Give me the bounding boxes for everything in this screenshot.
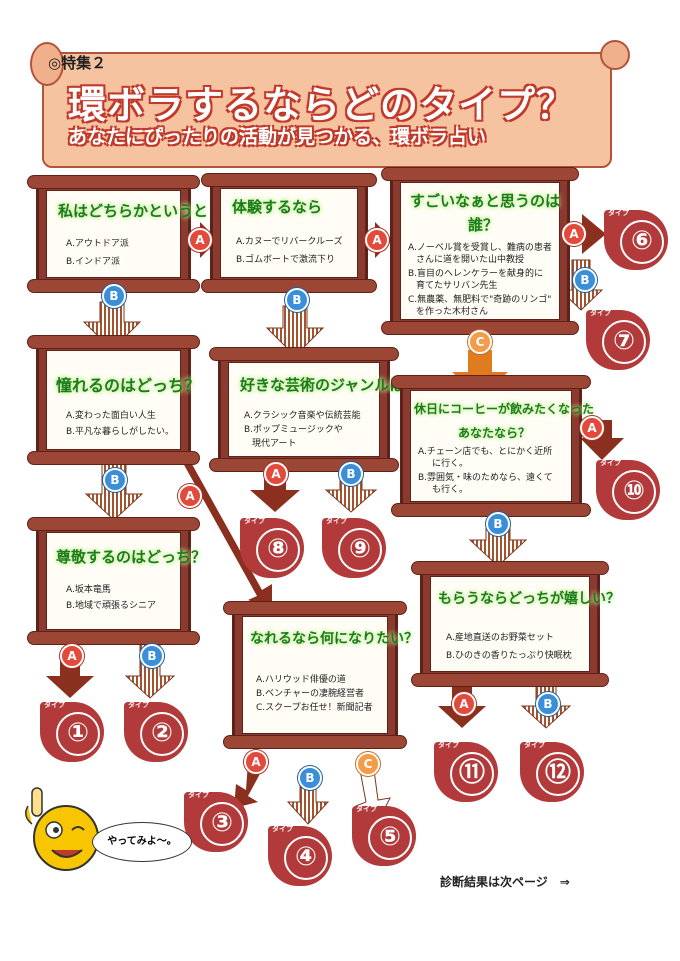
arrow-q6-a xyxy=(580,420,624,460)
question-box-9 xyxy=(412,562,608,686)
option: B.ポップミュージックや xyxy=(244,425,343,435)
question-title: 体験するなら xyxy=(232,198,323,216)
option: 育てたサリバン先生 xyxy=(416,281,498,291)
option: に行く。 xyxy=(432,459,469,469)
question-box-8 xyxy=(224,602,406,748)
question-title: 好きな芸術のジャンルは？ xyxy=(240,376,420,394)
question-title-line2: あなたなら？ xyxy=(458,426,531,440)
option: を作った木村さん xyxy=(416,307,489,317)
next-page-link[interactable]: 診断結果は次ページ ⇒ xyxy=(440,875,570,889)
option: B.ゴムボートで激流下り xyxy=(236,255,336,265)
question-title: 尊敬するのはどっち？ xyxy=(56,548,207,566)
option: A.クラシック音楽や伝統芸能 xyxy=(244,411,361,421)
option: B.ひのきの香りたっぷり快眠枕 xyxy=(446,651,572,661)
option: C.スクープお任せ！新聞記者 xyxy=(256,703,373,713)
page-title: 環ボラするならどのタイプ？ xyxy=(68,83,576,127)
badge-b: B xyxy=(536,692,560,716)
question-title: もらうならどっちが嬉しい？ xyxy=(438,591,620,607)
badge-b: B xyxy=(339,462,363,486)
scroll-curl-left xyxy=(30,42,64,86)
arrow-q3-c xyxy=(452,350,508,398)
badge-a: A xyxy=(580,416,604,440)
option: B.地域で頑張るシニア xyxy=(66,601,157,611)
option: B.平凡な暮らしがしたい。 xyxy=(66,427,175,437)
option: B.雰囲気・味のためなら、遠くて xyxy=(418,473,553,483)
option: さんに道を開いた山中教授 xyxy=(416,255,525,265)
option: C.無農薬、無肥料で"奇跡のリンゴ" xyxy=(408,295,552,305)
badge-b: B xyxy=(102,284,126,308)
option: B.ベンチャーの凄腕経営者 xyxy=(256,689,364,699)
badge-c: C xyxy=(468,330,492,354)
mascot-smiley-icon xyxy=(25,787,99,871)
title-banner xyxy=(30,40,630,170)
badge-a: A xyxy=(188,228,212,252)
badge-a: A xyxy=(264,462,288,486)
question-title: 私はどちらかというと xyxy=(58,202,209,220)
question-box-3 xyxy=(382,168,578,334)
speech-bubble: やってみよ〜。 xyxy=(92,822,192,862)
question-box-2 xyxy=(202,174,376,292)
badge-c: C xyxy=(356,752,380,776)
badge-a: A xyxy=(178,484,202,508)
option: A.チェーン店でも、とにかく近所 xyxy=(418,447,553,457)
badge-a: A xyxy=(60,644,84,668)
page-subtitle: あなたにぴったりの活動が見つかる、環ボラ占い xyxy=(68,126,487,148)
option: も行く。 xyxy=(432,485,469,495)
badge-b: B xyxy=(486,512,510,536)
option: A.アウトドア派 xyxy=(66,239,129,249)
question-title: 憧れるのはどっち？ xyxy=(56,376,201,395)
question-box-1 xyxy=(28,176,199,292)
option: A.産地直送のお野菜セット xyxy=(446,633,554,643)
option: B.盲目のヘレンケラーを献身的に xyxy=(408,269,544,279)
badge-b: B xyxy=(298,766,322,790)
arrow-q4-a xyxy=(168,448,272,610)
badge-b: B xyxy=(285,288,309,312)
badge-b: B xyxy=(140,644,164,668)
section-label: ◎特集２ xyxy=(48,54,107,72)
option: A.ハリウッド俳優の道 xyxy=(256,675,346,685)
question-title: すごいなぁと思うのは xyxy=(410,192,561,210)
arrow-q6-b xyxy=(468,519,528,567)
badge-b: B xyxy=(103,468,127,492)
option: A.変わった面白い人生 xyxy=(66,411,156,421)
badge-a: A xyxy=(562,222,586,246)
badge-a: A xyxy=(365,228,389,252)
arrow-q7-a xyxy=(46,660,94,698)
question-box-6 xyxy=(392,376,590,516)
question-title-line2: 誰？ xyxy=(468,216,499,234)
scroll-curl-right xyxy=(600,40,630,70)
question-box-7 xyxy=(28,518,199,644)
badge-b: B xyxy=(573,268,597,292)
arrow-q2-b xyxy=(265,305,325,357)
question-box-4 xyxy=(28,336,199,464)
question-title: 休日にコーヒーが飲みたくなった xyxy=(414,402,595,416)
option: A.坂本竜馬 xyxy=(66,585,111,595)
arrow-q5-a xyxy=(250,470,300,512)
option: A.ノーベル賞を受賞し、難病の患者 xyxy=(408,243,552,253)
option: 現代アート xyxy=(252,439,297,449)
badge-a: A xyxy=(244,750,268,774)
option: A.カヌーでリバークルーズ xyxy=(236,237,343,247)
badge-a: A xyxy=(452,692,476,716)
question-title: なれるなら何になりたい？ xyxy=(250,631,418,647)
option: B.インドア派 xyxy=(66,257,121,267)
question-box-5 xyxy=(210,348,398,471)
